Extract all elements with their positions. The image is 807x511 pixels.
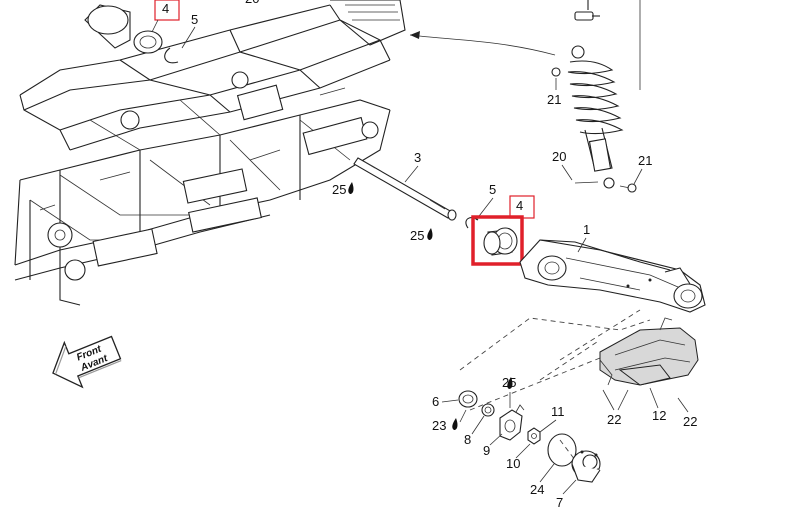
part-label-20-upper: 20 bbox=[245, 0, 259, 6]
swingarm-bushing-assembly: 5 4 bbox=[465, 182, 535, 266]
part-label-11: 11 bbox=[551, 404, 565, 419]
part-label-21-upper: 21 bbox=[547, 92, 561, 107]
part-label-10: 10 bbox=[506, 456, 520, 471]
shock-mount-arrow bbox=[409, 34, 556, 56]
oil-drop-icon bbox=[507, 377, 513, 389]
part-label-8: 8 bbox=[464, 432, 471, 447]
bushing-part-4 bbox=[483, 227, 518, 256]
part-label-20-mid: 20 bbox=[552, 149, 566, 164]
part-label-24: 24 bbox=[530, 482, 544, 497]
part-label-21-mid: 21 bbox=[638, 153, 652, 168]
upper-bushing-assembly: 4 5 20 bbox=[84, 0, 259, 64]
oil-drop-icon bbox=[452, 418, 458, 430]
part-label-1: 1 bbox=[583, 222, 590, 237]
part-label-25-a: 25 bbox=[332, 182, 346, 197]
skid-plate: 12 22 22 bbox=[599, 317, 699, 429]
pivot-shaft: 3 25 25 bbox=[332, 150, 457, 243]
hub-hardware: 6 23 8 9 25 11 10 24 bbox=[432, 375, 601, 510]
coil-spring bbox=[567, 60, 624, 135]
part-label-9: 9 bbox=[483, 443, 490, 458]
assembly-guide-lines bbox=[459, 309, 651, 461]
part-label-25-b: 25 bbox=[410, 228, 424, 243]
part-label-6: 6 bbox=[432, 394, 439, 409]
wheel-hub-part-7 bbox=[571, 450, 601, 483]
part-4-bushing-highlight bbox=[471, 215, 524, 266]
swing-arm: 1 bbox=[519, 222, 706, 313]
part-label-5-upper: 5 bbox=[191, 12, 198, 27]
part-label-22-b: 22 bbox=[683, 414, 697, 429]
vehicle-frame bbox=[14, 0, 406, 306]
part-label-4-mid: 4 bbox=[516, 198, 523, 213]
part-label-5-mid: 5 bbox=[489, 182, 496, 197]
oil-drop-icon bbox=[348, 182, 354, 194]
part-label-4-upper: 4 bbox=[162, 1, 169, 16]
part-label-3: 3 bbox=[414, 150, 421, 165]
part-label-7: 7 bbox=[556, 495, 563, 510]
front-direction-arrow-icon: Front Avant bbox=[52, 335, 122, 389]
part-label-23: 23 bbox=[432, 418, 446, 433]
oil-drop-icon bbox=[427, 228, 433, 240]
part-label-12: 12 bbox=[652, 408, 666, 423]
part-4-upper-highlight bbox=[154, 0, 180, 21]
part-label-22-a: 22 bbox=[607, 412, 621, 427]
shock-absorber: 21 20 21 bbox=[547, 0, 652, 193]
